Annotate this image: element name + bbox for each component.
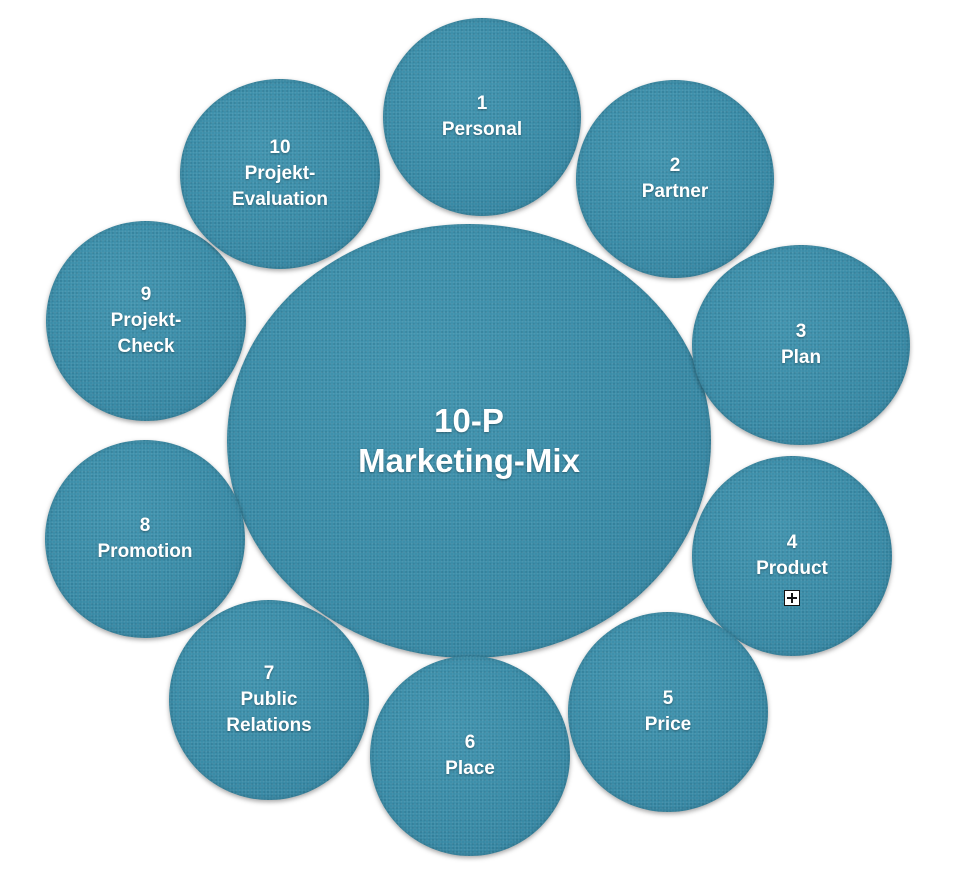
node-number: 3	[795, 321, 807, 342]
node-number: 4	[786, 532, 798, 553]
node-label: Partner	[641, 181, 709, 202]
node-promotion[interactable]: 8 Promotion	[45, 440, 245, 638]
node-number: 2	[669, 155, 681, 176]
node-number: 1	[476, 93, 488, 114]
node-number: 8	[139, 515, 151, 536]
node-label: Place	[445, 758, 495, 779]
node-label: Projekt- Evaluation	[231, 163, 329, 210]
node-label: Product	[756, 558, 828, 579]
plus-box-icon[interactable]	[784, 590, 800, 606]
node-number: 7	[263, 663, 275, 684]
node-label: Public Relations	[226, 689, 312, 736]
center-title-line2: Marketing-Mix	[358, 442, 580, 479]
node-price[interactable]: 5 Price	[568, 612, 768, 812]
node-product[interactable]: 4 Product	[692, 456, 892, 656]
node-partner[interactable]: 2 Partner	[576, 80, 774, 278]
node-place[interactable]: 6 Place	[370, 656, 570, 856]
node-label: Price	[644, 714, 692, 735]
node-label: Plan	[780, 347, 822, 368]
node-public-relations[interactable]: 7 Public Relations	[169, 600, 369, 800]
node-number: 9	[140, 284, 152, 305]
node-number: 6	[464, 732, 476, 753]
node-projekt-check[interactable]: 9 Projekt- Check	[46, 221, 246, 421]
node-label: Projekt- Check	[110, 310, 182, 357]
center-circle: 10-P Marketing-Mix	[227, 224, 711, 658]
node-label: Promotion	[97, 541, 193, 562]
node-number: 10	[269, 137, 291, 158]
node-label: Personal	[441, 119, 523, 140]
node-number: 5	[662, 688, 674, 709]
node-projekt-evaluation[interactable]: 10 Projekt- Evaluation	[180, 79, 380, 269]
node-plan[interactable]: 3 Plan	[692, 245, 910, 445]
center-title-line1: 10-P	[434, 402, 504, 439]
node-personal[interactable]: 1 Personal	[383, 18, 581, 216]
